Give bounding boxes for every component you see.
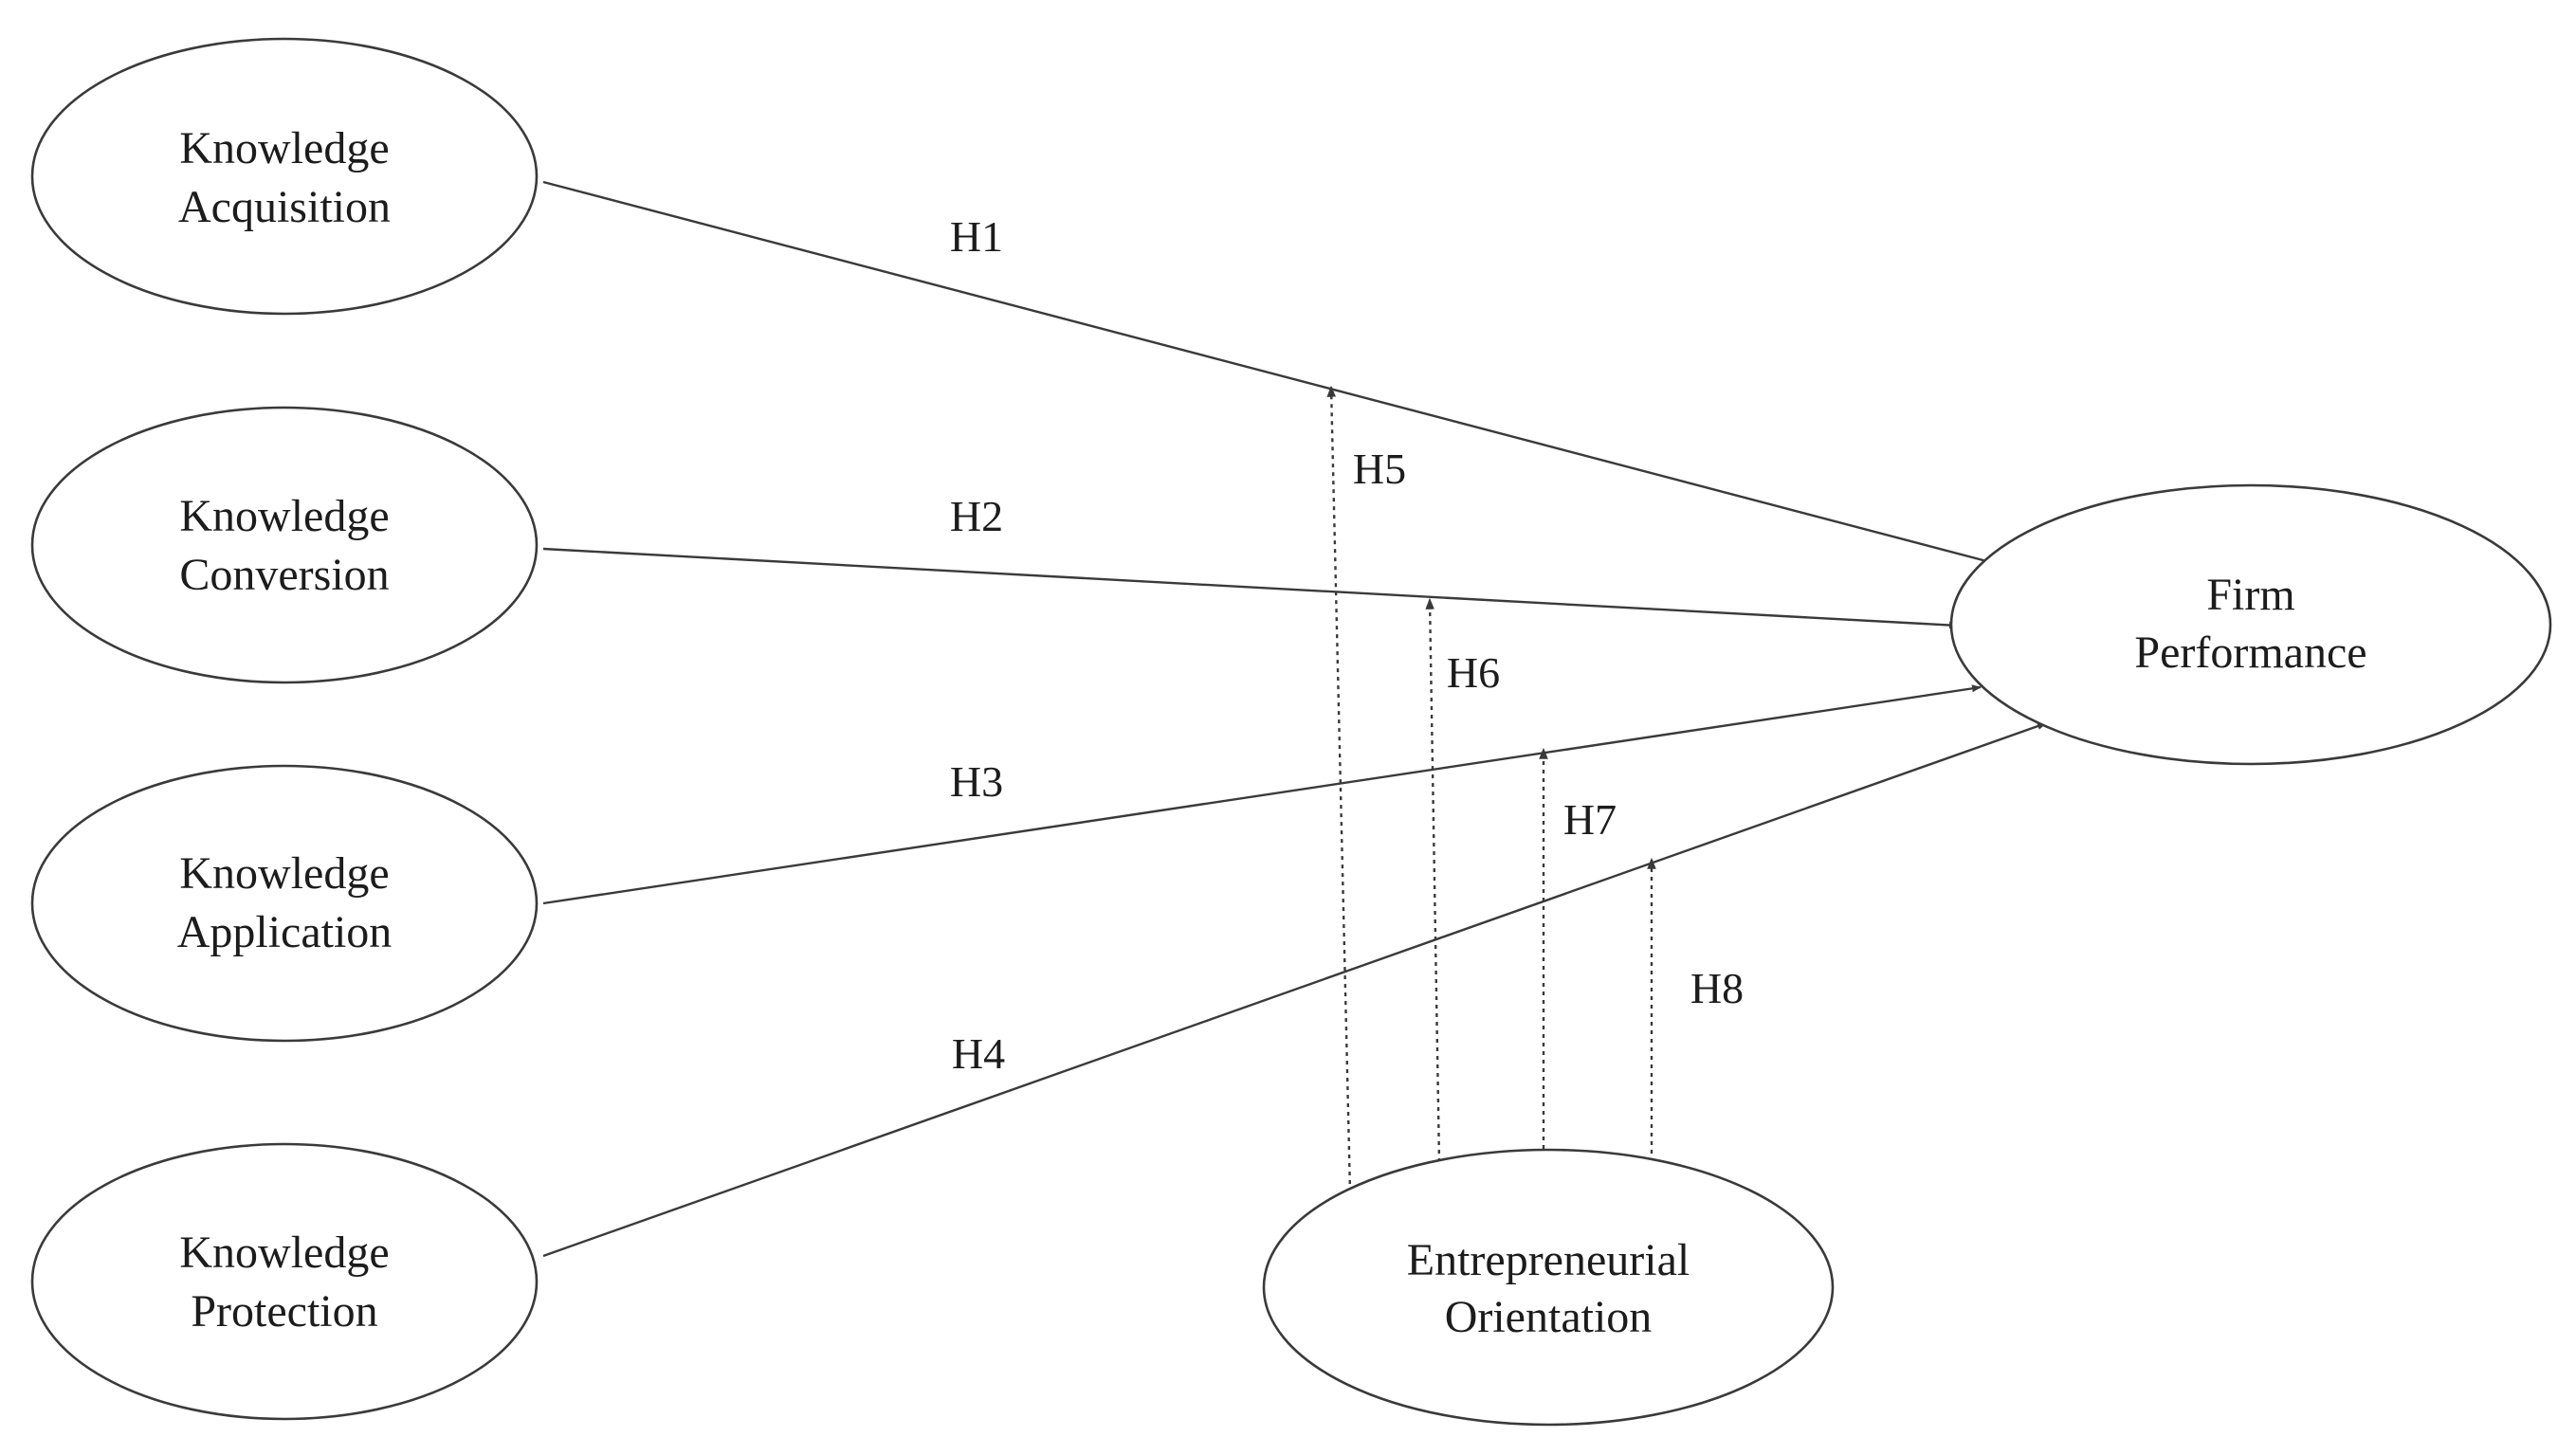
node-knowledge-protection: Knowledge Protection [30, 1142, 539, 1421]
path-h3-application-to-performance [542, 684, 1982, 905]
label-h5: H5 [1353, 445, 1406, 493]
node-knowledge-conversion: Knowledge Conversion [30, 406, 539, 684]
node-knowledge-protection-line2: Protection [191, 1286, 377, 1337]
node-knowledge-acquisition-line1: Knowledge [179, 123, 389, 173]
node-knowledge-acquisition-line2: Acquisition [178, 182, 391, 232]
node-knowledge-application-line1: Knowledge [179, 848, 389, 899]
node-knowledge-acquisition: Knowledge Acquisition [30, 37, 539, 316]
path-h2-conversion-to-performance [542, 547, 1959, 629]
label-h1: H1 [950, 212, 1003, 261]
node-entrepreneurial-orientation-line1: Entrepreneurial [1407, 1235, 1690, 1285]
label-h4: H4 [952, 1029, 1005, 1078]
node-knowledge-protection-line1: Knowledge [179, 1228, 389, 1278]
path-h4-protection-to-performance [542, 721, 2047, 1258]
label-h6: H6 [1447, 648, 1500, 697]
label-h3: H3 [950, 757, 1003, 806]
node-knowledge-conversion-line2: Conversion [179, 550, 389, 600]
node-knowledge-application-line2: Application [177, 907, 393, 957]
label-h8: H8 [1690, 964, 1744, 1012]
node-knowledge-conversion-line1: Knowledge [179, 491, 389, 541]
path-h5-moderation [1326, 385, 1352, 1193]
node-firm-performance-line1: Firm [2206, 570, 2294, 620]
label-h2: H2 [950, 492, 1003, 540]
node-knowledge-application: Knowledge Application [30, 764, 539, 1043]
path-h1-acquisition-to-performance [542, 180, 1995, 565]
node-firm-performance: Firm Performance [1949, 483, 2552, 766]
label-h7: H7 [1563, 795, 1617, 844]
path-h6-moderation [1425, 597, 1441, 1163]
node-firm-performance-line2: Performance [2134, 627, 2366, 678]
node-entrepreneurial-orientation-line2: Orientation [1445, 1292, 1653, 1342]
node-entrepreneurial-orientation: Entrepreneurial Orientation [1262, 1148, 1835, 1427]
